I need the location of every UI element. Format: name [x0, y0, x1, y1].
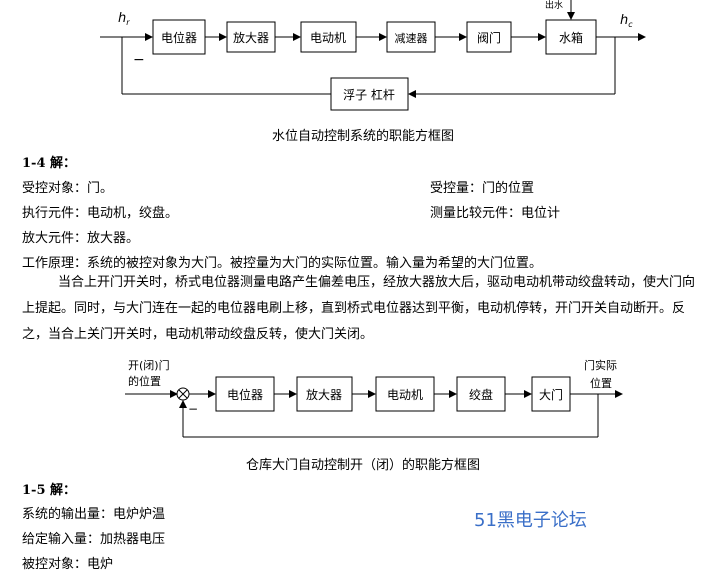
svg-text:开(闭)门: 开(闭)门	[128, 358, 170, 372]
svg-text:大门: 大门	[539, 387, 563, 402]
svg-text:电位器: 电位器	[227, 387, 263, 402]
block-winch: 绞盘	[456, 376, 506, 412]
block-motor: 电动机	[300, 21, 357, 53]
input-label: hr	[118, 11, 130, 27]
output-variable: 系统的输出量：电炉炉温	[22, 507, 166, 522]
amplifier-element: 放大元件：放大器。	[22, 231, 140, 246]
block-float-lever: 浮子 杠杆	[330, 77, 409, 111]
section-1-5-heading: 1-5 解：	[22, 483, 77, 498]
block-motor-2: 电动机	[375, 376, 435, 412]
actuator: 执行元件：电动机，绞盘。	[22, 206, 179, 221]
forum-watermark: 51黑电子论坛	[474, 510, 587, 531]
svg-text:减速器: 减速器	[395, 32, 428, 45]
block-potentiometer-2: 电位器	[215, 376, 275, 412]
block-reducer: 减速器	[386, 21, 436, 53]
svg-text:的位置: 的位置	[128, 374, 161, 388]
output-label: hc	[620, 13, 633, 29]
svg-text:浮子 杠杆: 浮子 杠杆	[343, 87, 395, 102]
svg-text:绞盘: 绞盘	[469, 387, 493, 402]
controlled-object: 受控对象：门。	[22, 181, 114, 196]
input-variable: 给定输入量：加热器电压	[22, 532, 166, 547]
svg-text:电动机: 电动机	[310, 31, 346, 45]
block-potentiometer: 电位器	[152, 19, 206, 55]
disturbance-label: 出水	[545, 0, 563, 11]
svg-text:水箱: 水箱	[559, 30, 583, 45]
block-gate: 大门	[531, 376, 571, 412]
svg-text:放大器: 放大器	[306, 387, 342, 402]
svg-text:位置: 位置	[590, 376, 612, 390]
gate-control-block-diagram: 开(闭)门 的位置 − 电位器 放大器 电动机 绞盘 大门 门实际 位置	[125, 358, 623, 438]
controlled-variable: 受控量：门的位置	[430, 181, 535, 196]
svg-text:−: −	[188, 402, 198, 416]
diagram2-caption: 仓库大门自动控制开（闭）的职能方框图	[245, 458, 480, 473]
water-level-block-diagram: hr 电位器 放大器 电动机 减速器 阀门 水箱 出水 hc 浮子 杠杆 −	[100, 0, 646, 111]
svg-text:电位器: 电位器	[161, 30, 197, 45]
block-tank: 水箱	[545, 19, 597, 55]
diagram1-caption: 水位自动控制系统的职能方框图	[271, 129, 454, 144]
minus-sign: −	[133, 52, 145, 68]
block-valve: 阀门	[466, 21, 512, 53]
block-amplifier: 放大器	[226, 21, 276, 53]
controlled-object-furnace: 被控对象：电炉	[22, 557, 114, 572]
measuring-element: 测量比较元件：电位计	[430, 206, 561, 221]
working-principle: 工作原理：系统的被控对象为大门。被控量为大门的实际位置。输入量为希望的大门位置。	[22, 256, 543, 271]
svg-text:阀门: 阀门	[477, 30, 501, 45]
principle-paragraph: 当合上开门开关时，桥式电位器测量电路产生偏差电压，经放大器放大后，驱动电动机带动…	[22, 275, 696, 342]
section-1-4-heading: 1-4 解：	[22, 156, 77, 171]
summing-junction	[176, 387, 190, 401]
svg-text:门实际: 门实际	[584, 358, 617, 372]
block-amplifier-2: 放大器	[296, 376, 353, 412]
svg-text:电动机: 电动机	[387, 388, 423, 402]
svg-text:放大器: 放大器	[233, 30, 269, 45]
